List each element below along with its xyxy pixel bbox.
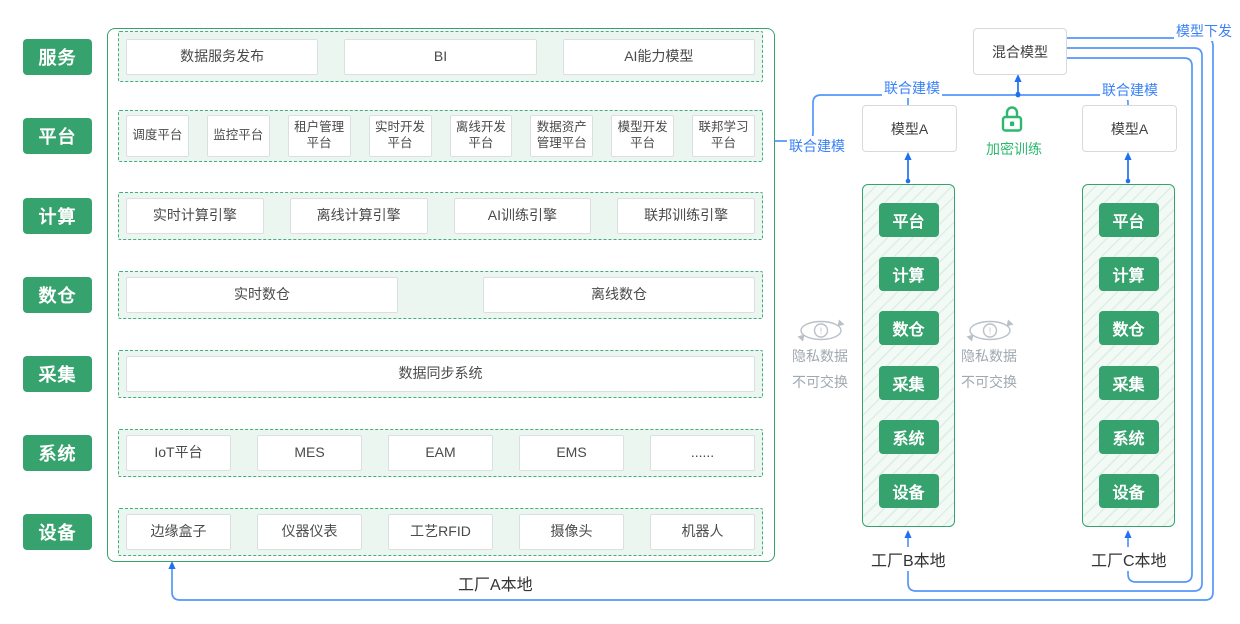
layer-label-1: 平台 [23, 118, 92, 154]
tower-layer-采集: 采集 [1098, 365, 1159, 400]
stack-box: MES [257, 435, 362, 471]
tower-layer-平台: 平台 [1098, 203, 1159, 237]
to-hybrid-model-arrow-arrowhead [1014, 74, 1022, 82]
stack-box: 摄像头 [519, 514, 624, 550]
tower-layer-系统: 系统 [1098, 419, 1159, 454]
layer-label-4: 采集 [23, 356, 92, 392]
tower-layer-设备: 设备 [878, 473, 939, 508]
stack-row-0: 数据服务发布 BI AI能力模型 [118, 31, 763, 82]
tower-b-to-model-a-arrow-arrowhead [904, 152, 912, 160]
stack-row-3: 实时数仓 离线数仓 [118, 271, 763, 319]
factory-b-label: 工厂B本地 [868, 547, 949, 571]
layer-label-0: 服务 [23, 38, 92, 75]
hybrid-model-box: 混合模型 [973, 28, 1067, 75]
federated-modeling-label-right: 联合建模 [1100, 80, 1160, 100]
model-distribution-arrow-c [1124, 530, 1132, 538]
stack-box: 数据服务发布 [126, 38, 319, 75]
model-distribution-arrow-b [904, 530, 912, 538]
privacy-label-1-line2: 不可交换 [792, 374, 848, 390]
stack-box: 数据资产管理平台 [530, 115, 594, 157]
stack-box: BI [344, 38, 537, 75]
model-a-box-factory-c: 模型A [1082, 105, 1177, 152]
encrypted-training-label: 加密训练 [986, 141, 1042, 157]
tower-layer-平台: 平台 [878, 203, 939, 237]
stack-box: 模型开发平台 [611, 115, 675, 157]
privacy-label-1-line1: 隐私数据 [792, 348, 848, 364]
stack-box: 工艺RFID [388, 514, 493, 550]
stack-row-2: 实时计算引擎离线计算引擎 AI训练引擎联邦训练引擎 [118, 192, 763, 240]
stack-box: 离线开发平台 [449, 115, 513, 157]
federated-modeling-label-left: 联合建模 [882, 78, 942, 98]
factory-c-tower: 平台计算数仓采集系统设备 [1082, 184, 1175, 527]
layer-label-5: 系统 [23, 435, 92, 471]
stack-box: 机器人 [650, 514, 755, 550]
stack-row-1: 调度平台监控平台租户管理平台实时开发平台离线开发平台数据资产管理平台模型开发平台… [118, 110, 763, 162]
stack-box: AI训练引擎 [453, 198, 592, 234]
privacy-label-2-line2: 不可交换 [961, 374, 1017, 390]
stack-row-6: 边缘盒子仪器仪表工艺RFID 摄像头机器人 [118, 508, 763, 556]
no-data-exchange-icon: ! [795, 317, 847, 344]
stack-box: 联邦训练引擎 [617, 198, 755, 234]
stack-row-4: 数据同步系统 [118, 350, 763, 398]
tower-layer-采集: 采集 [878, 365, 939, 400]
tower-layer-计算: 计算 [878, 257, 939, 292]
model-distribution-label: 模型下发 [1174, 21, 1234, 41]
factory-c-label: 工厂C本地 [1088, 547, 1170, 571]
stack-box: 实时数仓 [126, 277, 398, 313]
to-hybrid-model-arrow-dot [1015, 91, 1021, 97]
model-distribution-arrow-a [168, 561, 176, 569]
lock-icon [998, 103, 1026, 135]
stack-box: IoT平台 [126, 435, 231, 471]
layer-label-3: 数仓 [23, 277, 92, 313]
stack-box: 数据同步系统 [126, 356, 755, 392]
tower-layer-数仓: 数仓 [1098, 311, 1159, 346]
stack-box: EAM [388, 435, 493, 471]
tower-b-to-model-a-arrow-dot [905, 178, 911, 184]
no-data-exchange-icon: ! [964, 317, 1016, 344]
tower-c-to-model-a-arrow-dot [1125, 178, 1131, 184]
tower-layer-设备: 设备 [1098, 473, 1159, 508]
layer-label-6: 设备 [23, 514, 92, 550]
svg-text:!: ! [989, 326, 992, 336]
tower-layer-计算: 计算 [1098, 257, 1159, 292]
stack-box: 监控平台 [206, 115, 270, 157]
tower-layer-系统: 系统 [878, 419, 939, 454]
layer-label-2: 计算 [23, 198, 92, 234]
stack-box: 实时开发平台 [368, 115, 432, 157]
stack-box: EMS [519, 435, 624, 471]
stack-box: 离线数仓 [483, 277, 755, 313]
factory-a-label: 工厂A本地 [455, 571, 536, 595]
svg-text:!: ! [820, 326, 823, 336]
stack-box: 联邦学习平台 [692, 115, 755, 157]
stack-box: 仪器仪表 [257, 514, 362, 550]
stack-box: 实时计算引擎 [126, 198, 264, 234]
privacy-label-2-line1: 隐私数据 [961, 348, 1017, 364]
federated-modeling-label-stack: 联合建模 [787, 136, 847, 156]
stack-box: 离线计算引擎 [289, 198, 428, 234]
stack-row-5: IoT平台 MES EAM EMS...... [118, 429, 763, 477]
stack-box: ...... [650, 435, 755, 471]
stack-box: 调度平台 [126, 115, 189, 157]
stack-box: 租户管理平台 [287, 115, 351, 157]
tower-layer-数仓: 数仓 [878, 311, 939, 346]
stack-box: AI能力模型 [562, 38, 755, 75]
junction-dot [1015, 92, 1021, 98]
model-a-box-factory-b: 模型A [862, 105, 957, 152]
tower-c-to-model-a-arrow-arrowhead [1124, 152, 1132, 160]
factory-b-tower: 平台计算数仓采集系统设备 [862, 184, 955, 527]
stack-box: 边缘盒子 [126, 514, 231, 550]
